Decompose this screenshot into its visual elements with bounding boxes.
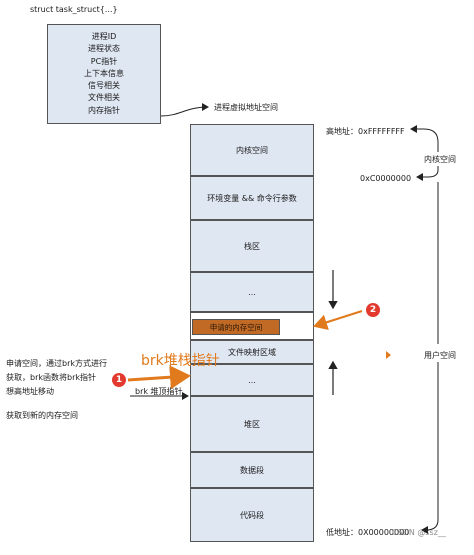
segment-requested-label: 申请的内存空间 [209, 322, 263, 332]
note-line1: 申请空间，通过brk方式进行 [6, 359, 107, 368]
kernel-space-bracket-lower [416, 166, 439, 181]
task-to-vas-connector [160, 103, 209, 117]
note-fresh-memory: 获取到新的内存空间 [6, 411, 78, 420]
watermark: CSDN @ssz__ [392, 528, 446, 537]
requested-memory-arrow [313, 310, 363, 330]
note-line2: 获取，brk函数将brk指针 [6, 373, 96, 382]
task-field-context: 上下本信息 [84, 68, 124, 78]
segment-kernel: 内核空间 [190, 124, 314, 176]
segment-kernel-label: 内核空间 [236, 145, 268, 155]
badge-two: 2 [366, 303, 380, 317]
brk-top-pointer-label: brk 堆顶指针 [135, 387, 183, 396]
brk-stack-pointer-annotation: brk堆栈指针 [141, 353, 220, 369]
kernel-space-bracket [423, 128, 439, 152]
segment-requested: 申请的内存空间 [192, 319, 280, 335]
kernel-space-region-label: 内核空间 [424, 155, 456, 164]
boundary-address-label: 0xC0000000 [360, 174, 412, 183]
segment-mmap: 文件映射区域 [190, 340, 314, 364]
brk-move-arrow [127, 365, 191, 390]
segment-mmap-label: 文件映射区域 [228, 347, 276, 357]
orange-marker [386, 351, 391, 359]
user-space-region-label: 用户空间 [424, 351, 456, 360]
segment-stack-label: 栈区 [244, 241, 260, 251]
segment-data-label: 数据段 [240, 465, 264, 475]
segment-code-label: 代码段 [240, 510, 264, 520]
segment-data: 数据段 [190, 452, 314, 488]
low-address-label: 低地址：0X00000000 [326, 528, 410, 537]
segment-gap-top: ... [190, 272, 314, 312]
segment-gap-bottom: ... [190, 364, 314, 396]
segment-gap-top-label: ... [248, 287, 256, 297]
segment-stack: 栈区 [190, 220, 314, 272]
task-field-mem-ptr: 内存指针 [88, 105, 120, 115]
task-field-pc: PC指针 [90, 56, 118, 66]
user-space-bracket-lower [421, 362, 439, 534]
segment-heap: 堆区 [190, 396, 314, 452]
task-field-state: 进程状态 [88, 44, 120, 54]
segment-heap-label: 堆区 [244, 419, 260, 429]
note-line3: 想高地址移动 [6, 387, 54, 396]
segment-code: 代码段 [190, 488, 314, 542]
high-address-label: 高地址：0xFFFFFFFF [326, 127, 405, 136]
task-struct-box: 进程ID 进程状态 PC指针 上下本信息 信号相关 文件相关 内存指针 [47, 24, 161, 124]
task-struct-title: struct task_struct{...} [30, 5, 118, 14]
segment-gap-bottom-label: ... [248, 375, 256, 385]
task-field-file: 文件相关 [88, 93, 120, 103]
segment-env-args: 环境变量 && 命令行参数 [190, 176, 314, 220]
task-field-signal: 信号相关 [88, 81, 120, 91]
segment-env-args-label: 环境变量 && 命令行参数 [207, 193, 297, 203]
task-field-pid: 进程ID [91, 32, 117, 42]
virtual-address-space-label: 进程虚拟地址空间 [214, 103, 278, 112]
badge-one: 1 [112, 373, 126, 387]
